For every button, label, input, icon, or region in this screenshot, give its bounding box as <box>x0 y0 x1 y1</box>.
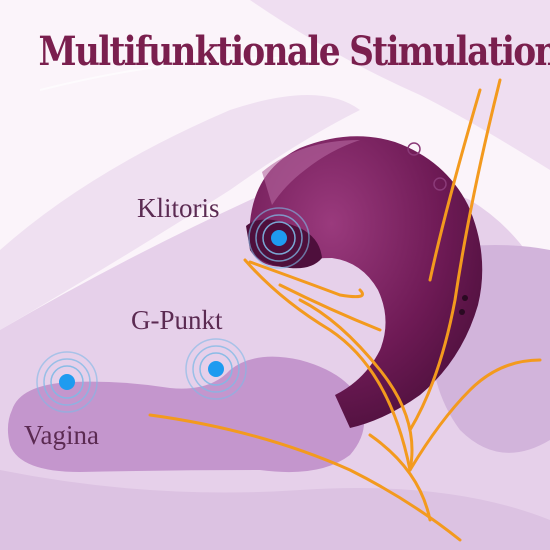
charge-port-2 <box>459 309 465 315</box>
device-highlight <box>262 140 360 205</box>
device-button-1 <box>407 142 421 156</box>
klitoris-pulse-icon <box>248 207 310 269</box>
charge-port-1 <box>462 295 468 301</box>
light-streak <box>39 57 331 91</box>
page-title: Multifunktionale Stimulation <box>38 28 550 75</box>
label-klitoris: Klitoris <box>137 193 220 223</box>
anatomy-outline <box>148 78 542 542</box>
vagina-pulse-icon <box>36 351 98 413</box>
background-wave-top <box>250 0 550 170</box>
g-punkt-pulse-icon <box>185 338 247 400</box>
label-g-punkt: G-Punkt <box>131 305 223 335</box>
background-wave-left <box>0 95 360 330</box>
device-body <box>250 136 483 428</box>
background-wave-bottom <box>0 470 550 550</box>
label-vagina: Vagina <box>24 420 99 450</box>
device-button-2 <box>433 177 447 191</box>
